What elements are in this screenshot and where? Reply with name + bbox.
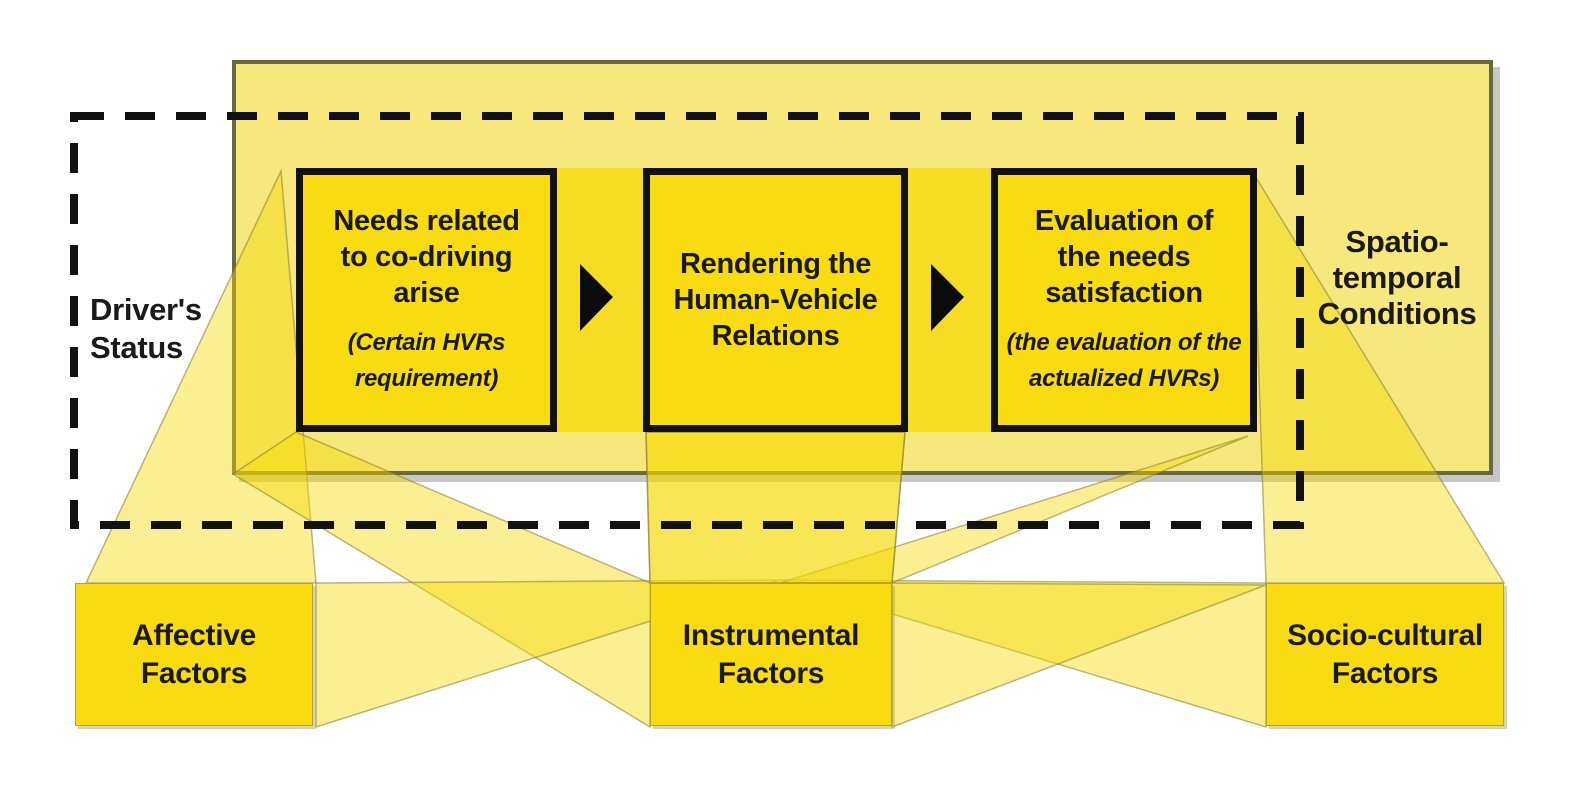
beam-instrumental-to-sociocultural [891,582,1267,729]
flow-arrow-1-icon [580,264,613,331]
factor-box-instrumental: Instrumental Factors [650,583,892,726]
stage-subtitle: (Certain HVRs requirement) [347,329,506,392]
stage-subtitle: (the evaluation of the actualized HVRs) [1006,329,1242,392]
stage-title: Needs related to co-driving arise [333,205,520,309]
stage-box-needs-evaluation: Evaluation of the needs satisfaction (th… [991,168,1257,432]
stage-box-rendering-hvr: Rendering the Human-Vehicle Relations [643,168,908,432]
spatio-temporal-conditions-label: Spatio- temporal Conditions [1317,224,1477,331]
stage-box-needs-arise: Needs related to co-driving arise (Certa… [296,168,557,432]
stage-title: Rendering the Human-Vehicle Relations [673,248,878,352]
beam-stage1-to-instrumental [231,431,651,729]
drivers-status-dashed-frame [70,112,1304,529]
factor-box-affective: Affective Factors [75,583,313,726]
factor-label: Instrumental Factors [682,618,860,690]
flow-arrow-2-icon [931,264,964,331]
beam-instrumental-to-stage2-b [645,431,906,584]
factor-label: Affective Factors [131,618,256,690]
stage-title: Evaluation of the needs satisfaction [1034,205,1214,309]
drivers-status-label: Driver's Status [90,292,202,365]
factor-box-sociocultural: Socio-cultural Factors [1266,583,1504,726]
factor-label: Socio-cultural Factors [1287,618,1483,690]
